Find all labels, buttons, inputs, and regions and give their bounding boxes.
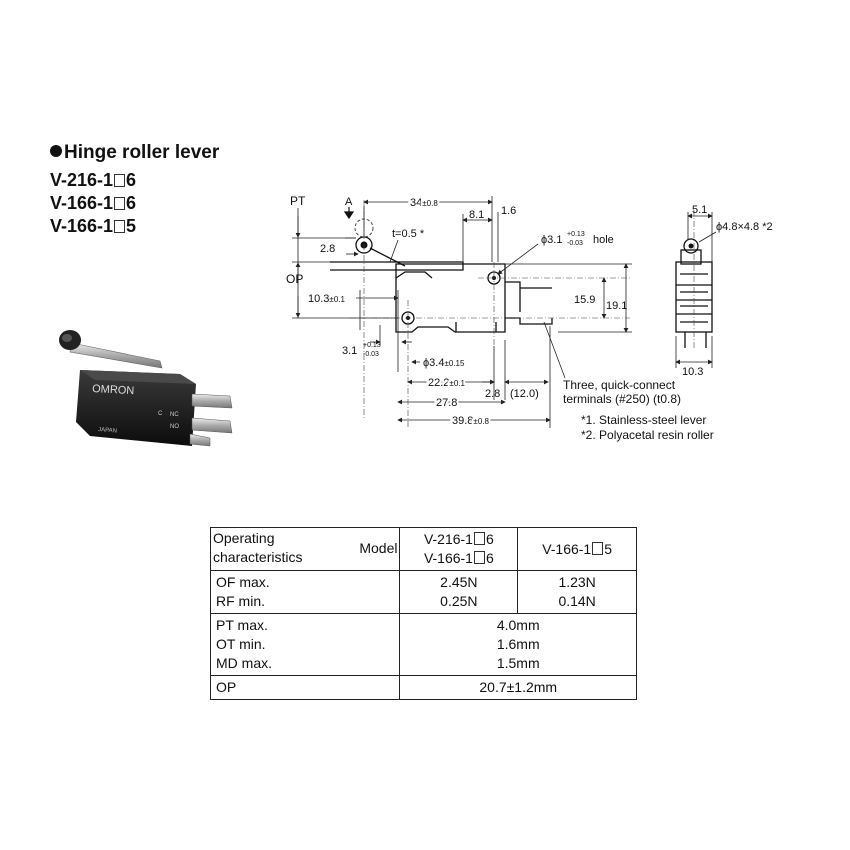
dim-op-label: OP	[286, 272, 303, 286]
dim-8-1: 8.1	[469, 209, 484, 221]
dim-27-8: 27.8	[436, 397, 457, 409]
placeholder-box-icon	[473, 551, 485, 564]
dim-2-8b: 2.8	[485, 388, 500, 400]
dim-3-4: ϕ3.4±0.15	[423, 357, 465, 369]
placeholder-box-icon	[592, 541, 604, 555]
dim-3-1-dn: -0.03	[363, 351, 379, 358]
table-row: OP 20.7±1.2mm	[209, 675, 637, 700]
product-photo: OMRON C NC NO JAPAN	[59, 330, 233, 447]
placeholder-box-icon	[473, 532, 485, 545]
dimension-drawing: PT OP A 2.8 10.3±0.1 t=0.5 * 34±0.8 8.1 …	[286, 194, 773, 442]
note-2: *2. Polyacetal resin roller	[581, 428, 714, 442]
dim-34: 34±0.8	[410, 197, 438, 209]
dim-39-8: 39.8±0.8	[452, 415, 489, 427]
dim-10-3b: 10.3	[682, 366, 703, 378]
dim-hole-word: hole	[593, 234, 614, 246]
photo-brand: OMRON	[92, 383, 135, 397]
dim-1-6: 1.6	[501, 205, 516, 217]
dim-22-2: 22.2±0.1	[428, 377, 465, 389]
dim-5-1: 5.1	[692, 204, 707, 216]
photo-label-no: NO	[170, 424, 179, 430]
photo-label-nc: NC	[170, 412, 179, 418]
dim-t05: t=0.5 *	[392, 228, 425, 240]
dim-a-label: A	[345, 196, 353, 208]
terminals-line-1: Three, quick-connect	[563, 378, 676, 392]
placeholder-box-icon	[114, 220, 126, 233]
dim-19-1: 19.1	[606, 300, 627, 312]
dim-roller: ϕ4.8×4.8 *2	[716, 221, 773, 233]
dim-pt-label: PT	[290, 194, 306, 208]
dim-hole-tol-up: +0.13	[567, 231, 585, 238]
section-heading: Hinge roller lever	[50, 142, 219, 164]
placeholder-box-icon	[114, 197, 126, 210]
dim-3-1: 3.1	[342, 345, 357, 357]
bullet-icon	[50, 145, 62, 157]
dim-10-3: 10.3±0.1	[308, 293, 345, 305]
photo-label-c: C	[158, 411, 163, 417]
dim-15-9: 15.9	[574, 294, 595, 306]
dim-12: (12.0)	[510, 388, 539, 400]
note-1: *1. Stainless-steel lever	[581, 413, 706, 427]
dim-hole: ϕ3.1	[541, 234, 562, 246]
dim-2-8a: 2.8	[320, 243, 335, 255]
placeholder-box-icon	[114, 174, 126, 187]
dim-hole-tol-dn: -0.03	[567, 240, 583, 247]
terminals-line-2: terminals (#250) (t0.8)	[563, 392, 681, 406]
photo-label-japan: JAPAN	[98, 427, 117, 435]
dim-3-1-up: +0.13	[363, 342, 381, 349]
